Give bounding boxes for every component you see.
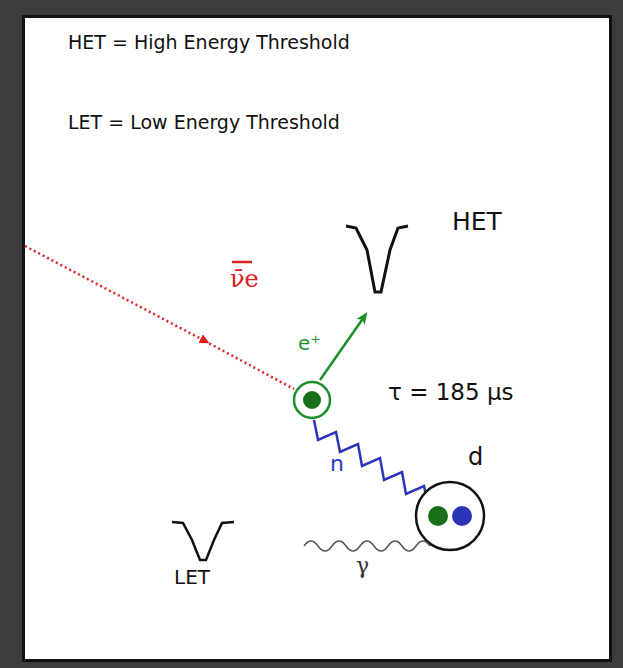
antineutrino-track bbox=[205, 341, 294, 389]
gamma-wave bbox=[304, 541, 430, 551]
particle-label: γ bbox=[356, 554, 369, 578]
neutron-dot bbox=[452, 506, 472, 526]
neutron-track bbox=[314, 420, 436, 506]
threshold-label: HET bbox=[452, 208, 502, 236]
threshold-label: LET bbox=[174, 566, 210, 588]
capture-time: τ = 185 μs bbox=[388, 380, 514, 405]
particle-label: n bbox=[330, 452, 344, 476]
legend-note: HET = High Energy Threshold bbox=[68, 32, 350, 53]
let-pulse bbox=[172, 522, 234, 560]
het-pulse bbox=[346, 226, 408, 292]
proton-dot bbox=[303, 391, 321, 409]
proton-circle bbox=[294, 382, 330, 418]
legend-note: LET = Low Energy Threshold bbox=[68, 112, 340, 133]
proton-dot bbox=[428, 506, 448, 526]
particle-label: ν̄e bbox=[230, 266, 259, 292]
positron-track bbox=[320, 317, 364, 380]
particle-label: e⁺ bbox=[298, 332, 321, 354]
deuteron-circle bbox=[416, 482, 484, 550]
antineutrino-bar bbox=[232, 261, 252, 264]
particle-label: d bbox=[468, 444, 483, 470]
antineutrino-track bbox=[25, 246, 205, 341]
